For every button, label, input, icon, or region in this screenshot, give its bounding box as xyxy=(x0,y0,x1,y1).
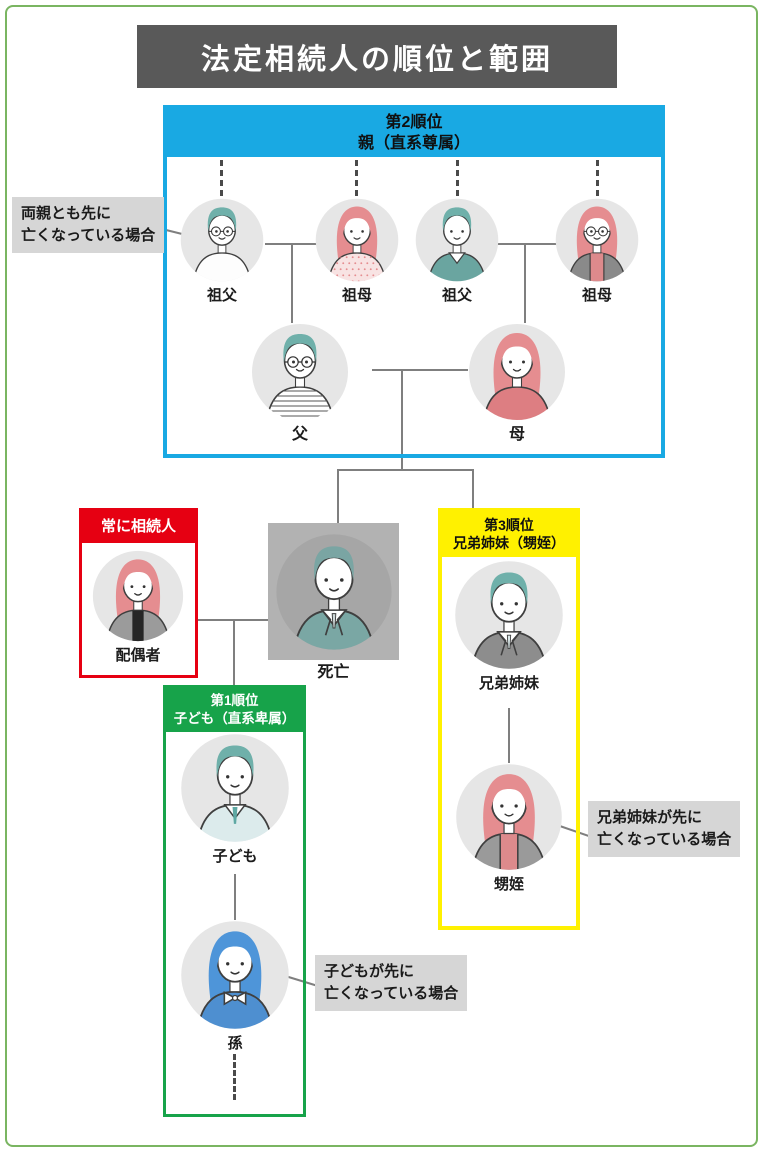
person-father: 父 xyxy=(250,322,350,443)
box-second-rank: 第2順位 親（直系尊属） xyxy=(163,105,665,458)
person-niece-nephew: 甥姪 xyxy=(454,762,564,892)
box-third-rank-title: 第3順位 兄弟姉妹（甥姪） xyxy=(442,512,576,557)
box-third-rank: 第3順位 兄弟姉妹（甥姪） xyxy=(438,508,580,930)
child-label: 子ども xyxy=(212,848,258,865)
person-deceased: 死亡 xyxy=(268,523,399,681)
box-first-rank-line1: 第1順位 xyxy=(210,693,259,708)
note-child-predeceased: 子どもが先に 亡くなっている場合 xyxy=(315,955,468,1011)
box-first-rank-line2: 子ども（直系卑属） xyxy=(173,710,296,726)
box-second-rank-line2: 親（直系尊属） xyxy=(357,135,470,153)
connector-grandfather-left-ancestor-dashed xyxy=(220,160,223,196)
connector-child-to-grandchild xyxy=(234,874,236,920)
box-second-rank-line1: 第2順位 xyxy=(385,114,443,131)
connector-grandparents-right-to-mother xyxy=(524,243,526,323)
spouse-label: 配偶者 xyxy=(115,647,161,664)
connector-grandparents-left-to-father xyxy=(291,243,293,323)
grandmother-right-label: 祖母 xyxy=(581,287,612,304)
page-title: 法定相続人の順位と範囲 xyxy=(137,25,617,88)
sibling-label: 兄弟姉妹 xyxy=(478,675,539,692)
spouse-avatar xyxy=(91,549,185,643)
box-third-rank-line1: 第3順位 xyxy=(484,517,534,533)
page-title-text: 法定相続人の順位と範囲 xyxy=(200,43,553,76)
sibling-avatar xyxy=(453,559,565,671)
grandmother-left-avatar xyxy=(314,197,400,283)
box-first-rank-title: 第1順位 子ども（直系卑属） xyxy=(166,688,303,732)
box-first-rank: 第1順位 子ども（直系卑属） xyxy=(163,685,306,1117)
person-grandmother-right: 祖母 xyxy=(554,197,640,303)
grandfather-left-label: 祖父 xyxy=(206,287,237,304)
person-mother: 母 xyxy=(467,322,567,443)
deceased-label: 死亡 xyxy=(317,664,350,681)
father-label: 父 xyxy=(291,426,308,443)
niece-nephew-avatar xyxy=(454,762,564,872)
connector-couple-to-children xyxy=(233,619,235,686)
niece-nephew-label: 甥姪 xyxy=(493,876,524,893)
box-second-rank-title: 第2順位 親（直系尊属） xyxy=(167,109,661,158)
mother-avatar xyxy=(467,322,567,422)
grandfather-right-avatar xyxy=(414,197,500,283)
connector-split-to-siblings xyxy=(472,469,474,509)
grandchild-label: 孫 xyxy=(227,1035,243,1052)
mother-label: 母 xyxy=(508,426,525,443)
note-parents-line1: 両親とも先に xyxy=(21,205,112,222)
person-grandfather-left: 祖父 xyxy=(179,197,265,303)
connector-grandmother-right-ancestor-dashed xyxy=(596,160,599,196)
grandmother-right-avatar xyxy=(554,197,640,283)
deceased-avatar xyxy=(274,532,394,652)
person-grandchild: 孫 xyxy=(179,919,291,1051)
box-always-heir-line1: 常に相続人 xyxy=(100,518,176,535)
note-parents-predeceased: 両親とも先に 亡くなっている場合 xyxy=(12,197,165,253)
connector-grandparents-left-couple xyxy=(265,243,322,245)
connector-parents-stem xyxy=(401,369,403,470)
box-always-heir: 常に相続人 xyxy=(79,508,198,678)
note-sibling-line1: 兄弟姉妹が先に xyxy=(597,809,703,826)
grandmother-left-label: 祖母 xyxy=(341,287,372,304)
note-sibling-predeceased: 兄弟姉妹が先に 亡くなっている場合 xyxy=(588,801,741,857)
connector-grandfather-right-ancestor-dashed xyxy=(456,160,459,196)
grandfather-left-avatar xyxy=(179,197,265,283)
note-sibling-line2: 亡くなっている場合 xyxy=(597,830,732,848)
person-sibling: 兄弟姉妹 xyxy=(453,559,565,691)
connector-split-bar xyxy=(337,469,474,471)
note-child-line2: 亡くなっている場合 xyxy=(324,984,459,1002)
child-avatar xyxy=(179,732,291,844)
box-always-heir-title: 常に相続人 xyxy=(82,511,195,543)
connector-grandchild-descendant-dashed xyxy=(233,1054,236,1100)
connector-father-mother-couple xyxy=(372,369,468,371)
father-avatar xyxy=(250,322,350,422)
connector-grandmother-left-ancestor-dashed xyxy=(355,160,358,196)
person-child: 子ども xyxy=(179,732,291,864)
deceased-gray-square xyxy=(268,523,399,660)
person-grandmother-left: 祖母 xyxy=(314,197,400,303)
grandchild-avatar xyxy=(179,919,291,1031)
person-spouse: 配偶者 xyxy=(91,549,185,663)
person-grandfather-right: 祖父 xyxy=(414,197,500,303)
note-parents-line2: 亡くなっている場合 xyxy=(21,226,156,244)
box-third-rank-line2: 兄弟姉妹（甥姪） xyxy=(453,535,565,552)
connector-split-to-deceased xyxy=(337,469,339,524)
connector-sibling-to-niece xyxy=(508,708,510,763)
note-child-line1: 子どもが先に xyxy=(324,963,415,980)
grandfather-right-label: 祖父 xyxy=(441,287,472,304)
